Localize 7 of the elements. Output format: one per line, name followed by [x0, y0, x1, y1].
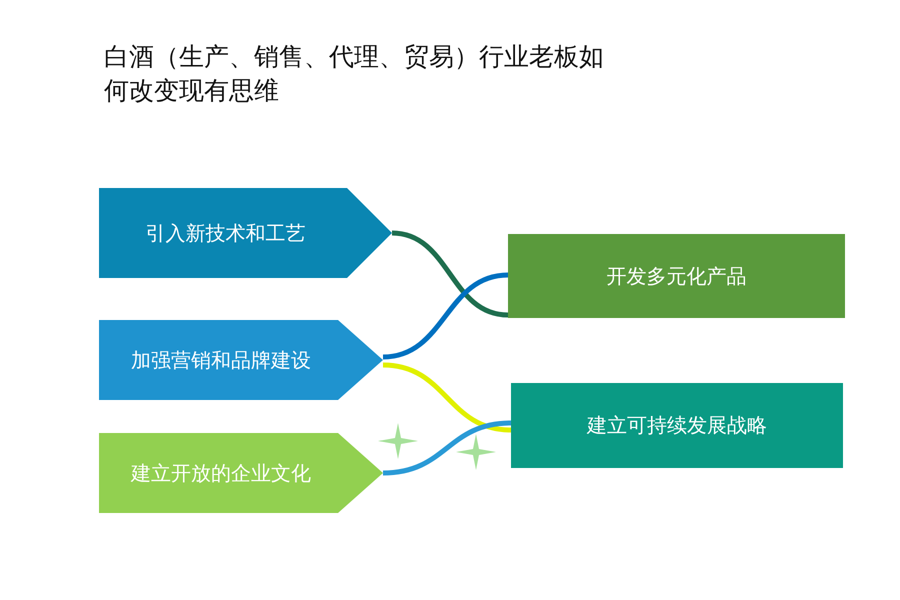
connector-curve [382, 362, 512, 432]
title: 白酒（生产、销售、代理、贸易）行业老板如何改变现有思维 [104, 41, 604, 107]
connector-curve [392, 230, 508, 318]
process-box: 建立可持续发展战略 [511, 383, 843, 468]
connector-curve [382, 272, 508, 360]
connector-curve [382, 420, 512, 476]
process-box: 开发多元化产品 [508, 234, 845, 318]
